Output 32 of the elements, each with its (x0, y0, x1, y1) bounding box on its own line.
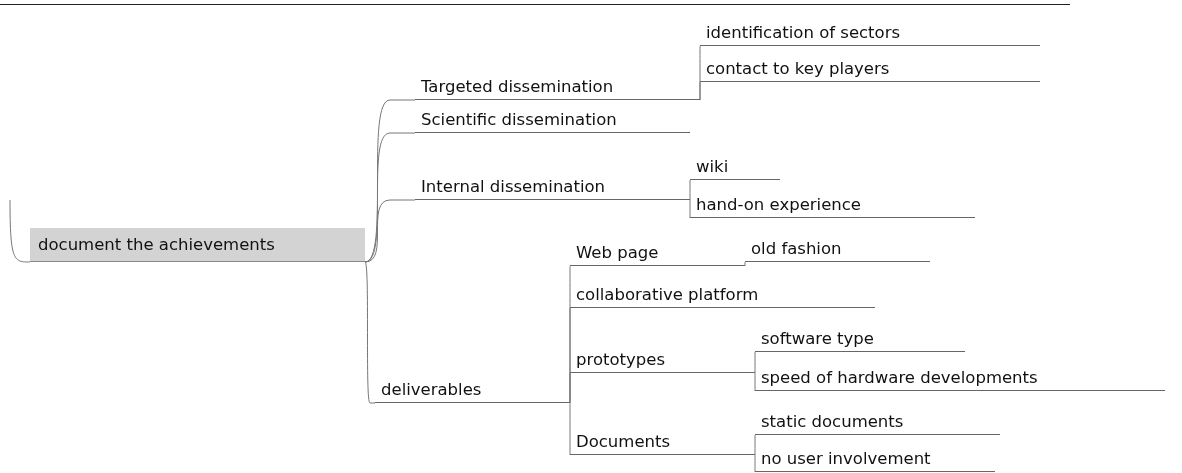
topic-label: hand-on experience (690, 188, 975, 218)
branch-line (754, 372, 756, 392)
branch-line (689, 179, 691, 201)
topic-label: static documents (755, 405, 1000, 435)
branch-line (754, 434, 756, 456)
branch-line (699, 81, 701, 101)
branch-line (569, 402, 571, 456)
branch-line (754, 454, 756, 473)
topic-label: software type (755, 322, 965, 352)
topic-label: Web page (570, 236, 745, 266)
topic-label: Documents (570, 425, 755, 455)
topic-label: speed of hardware developments (755, 361, 1165, 391)
branch-line (9, 199, 31, 263)
topic-label: collaborative platform (570, 278, 875, 308)
branch-line (744, 261, 746, 267)
branch-line (754, 351, 756, 374)
topic-label: contact to key players (700, 52, 1040, 82)
branch-line (364, 261, 376, 404)
branch-line (364, 99, 416, 263)
topic-label: wiki (690, 150, 780, 180)
topic-label: no user involvement (755, 442, 995, 472)
topic-label: old fashion (745, 232, 930, 262)
branch-line (689, 199, 691, 219)
topic-label: Scientific dissemination (415, 103, 690, 133)
branch-line (569, 372, 571, 404)
branch-line (364, 199, 416, 263)
topic-label: Targeted dissemination (415, 70, 700, 100)
topic-label: identification of sectors (700, 16, 1040, 46)
central-topic: document the achievements (30, 228, 365, 262)
topic-label: Internal dissemination (415, 170, 690, 200)
topic-label: prototypes (570, 343, 755, 373)
topic-label: deliverables (375, 373, 570, 403)
